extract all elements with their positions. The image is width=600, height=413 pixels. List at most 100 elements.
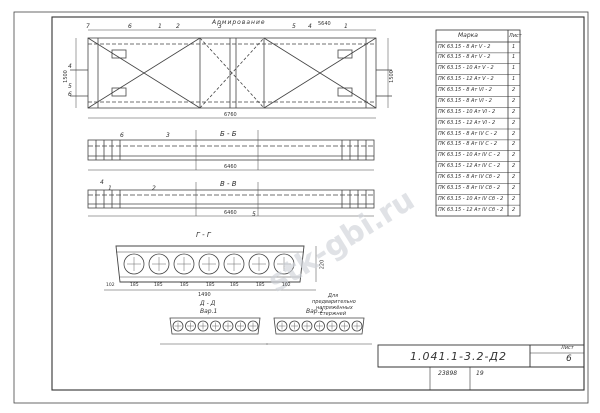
mark-table-rows (436, 52, 520, 206)
label-section-v: В - В (220, 180, 237, 188)
section-hole (248, 253, 270, 275)
label-variant-2: Вар.2 (306, 308, 324, 315)
variant-2-section (266, 317, 372, 345)
table-row-mark: ПК 63.15 - 8 Ат IV Сб - 2 (438, 174, 501, 180)
callout-number: 4 (308, 23, 312, 30)
table-header-mark: Марка (458, 32, 478, 39)
table-row-mark: ПК 63.15 - 10 Ат IV С - 2 (438, 152, 501, 159)
table-row-sheet: 1 (512, 43, 516, 50)
table-row-sheet: 1 (512, 76, 516, 83)
variant-1-hole (172, 320, 184, 332)
label-variant-1: Вар.1 (200, 308, 218, 315)
section-hole (148, 253, 170, 275)
table-row-mark: ПК 63.15 - 12 Ат V - 2 (438, 76, 494, 83)
note-line-1: Для (328, 293, 339, 299)
variant-1-hole (197, 320, 209, 332)
section-dim: 102 (282, 283, 291, 288)
table-row-mark: ПК 63.15 - 8 Ат IV Сб - 2 (438, 184, 501, 191)
table-row-sheet: 2 (512, 130, 516, 137)
table-row-sheet: 2 (512, 174, 516, 180)
table-row-mark: ПК 63.15 - 8 Ат VI - 2 (438, 97, 492, 104)
dim-plan-bottom: 6760 (224, 112, 237, 118)
table-row-mark: ПК 63.15 - 12 Ат IV С - 2 (438, 163, 501, 170)
section-dim: 185 (154, 283, 163, 288)
mark-table-grid (435, 29, 521, 217)
variant-1-holes (172, 320, 259, 332)
table-row-sheet: 2 (512, 141, 516, 148)
table-header-sheet: Лист (509, 33, 522, 39)
table-row-mark: ПК 63.15 - 10 Ат IV Сб - 2 (438, 195, 504, 202)
variant-2-hole (314, 320, 325, 332)
callout-number: 6 (68, 91, 72, 98)
callout-number: 5 (68, 83, 72, 90)
variant-1-hole (235, 320, 246, 332)
note-line-3: напряжённых (316, 305, 353, 311)
outer-frame (13, 11, 589, 404)
stamp-sheet-number: 6 (566, 354, 572, 364)
callout-number: 6 (120, 132, 124, 139)
beam-section-b (87, 130, 375, 171)
label-section-d: Д - Д (200, 300, 216, 307)
cross-section-main (104, 245, 317, 291)
variant-2-holes (276, 320, 363, 332)
dim-left-small: 1500 (62, 70, 69, 83)
table-row-sheet: 1 (512, 65, 516, 72)
callout-number: 5 (292, 23, 296, 30)
variant-2-hole (326, 320, 338, 332)
section-dim: 102 (106, 283, 115, 288)
callout-number: 7 (86, 23, 90, 30)
table-row-mark: ПК 63.15 - 12 Ат IV Сб - 2 (438, 206, 504, 213)
section-hole (273, 253, 295, 275)
label-section-g: Г - Г (196, 231, 211, 239)
beam-section-v (87, 182, 375, 217)
callout-number: 1 (344, 23, 348, 30)
table-row-sheet: 2 (512, 184, 516, 191)
table-row-sheet: 1 (512, 54, 516, 61)
variant-1-hole (222, 320, 234, 332)
section-dim: 185 (230, 283, 239, 288)
note-line-2: предварительно (312, 299, 356, 305)
table-row-mark: ПК 63.15 - 10 Ат VI - 2 (438, 108, 496, 115)
section-dim: 185 (180, 283, 189, 288)
callout-number: 2 (176, 23, 180, 30)
dim-section-width: 1490 (198, 292, 211, 298)
table-row-mark: ПК 63.15 - 12 Ат VI - 2 (438, 119, 496, 126)
table-row-sheet: 2 (512, 108, 516, 115)
plan-title: Армирование (212, 19, 266, 26)
section-holes (123, 253, 295, 275)
callout-number: 4 (100, 179, 104, 186)
variant-1-section (160, 317, 268, 345)
callout-number: 3 (166, 132, 170, 139)
dim-section-height: 220 (319, 259, 326, 270)
section-hole (173, 253, 195, 275)
table-row-sheet: 2 (512, 163, 516, 170)
variant-2-hole (276, 320, 288, 332)
variant-1-hole (185, 320, 196, 332)
table-row-sheet: 2 (512, 152, 516, 159)
callout-number: 1 (108, 185, 112, 192)
section-dim: 185 (130, 283, 139, 288)
variant-2-hole (301, 320, 313, 332)
section-dim: 185 (206, 283, 215, 288)
variant-2-hole (289, 320, 300, 332)
section-hole (223, 253, 245, 275)
callout-number: 5 (252, 211, 256, 218)
table-row-mark: ПК 63.15 - 10 Ат V - 2 (438, 65, 494, 72)
section-dim: 185 (256, 283, 265, 288)
section-hole (198, 253, 220, 275)
title-block (377, 344, 585, 390)
inner-frame (51, 16, 585, 391)
variant-1-hole (247, 320, 259, 332)
callout-number: 6 (128, 23, 132, 30)
table-row-mark: ПК 63.15 - 8 Ат V - 2 (438, 43, 491, 50)
note-line-4: стержней (320, 311, 347, 317)
table-row-mark: ПК 63.15 - 8 Ат V - 2 (438, 54, 491, 61)
dim-right-small: 1500 (388, 70, 395, 83)
table-row-sheet: 2 (512, 87, 516, 93)
table-row-sheet: 2 (512, 97, 516, 104)
callout-number: 1 (158, 23, 162, 30)
table-row-mark: ПК 63.15 - 8 Ат IV С - 2 (438, 141, 498, 148)
table-row-sheet: 2 (512, 195, 516, 202)
variant-1-hole (210, 320, 221, 332)
